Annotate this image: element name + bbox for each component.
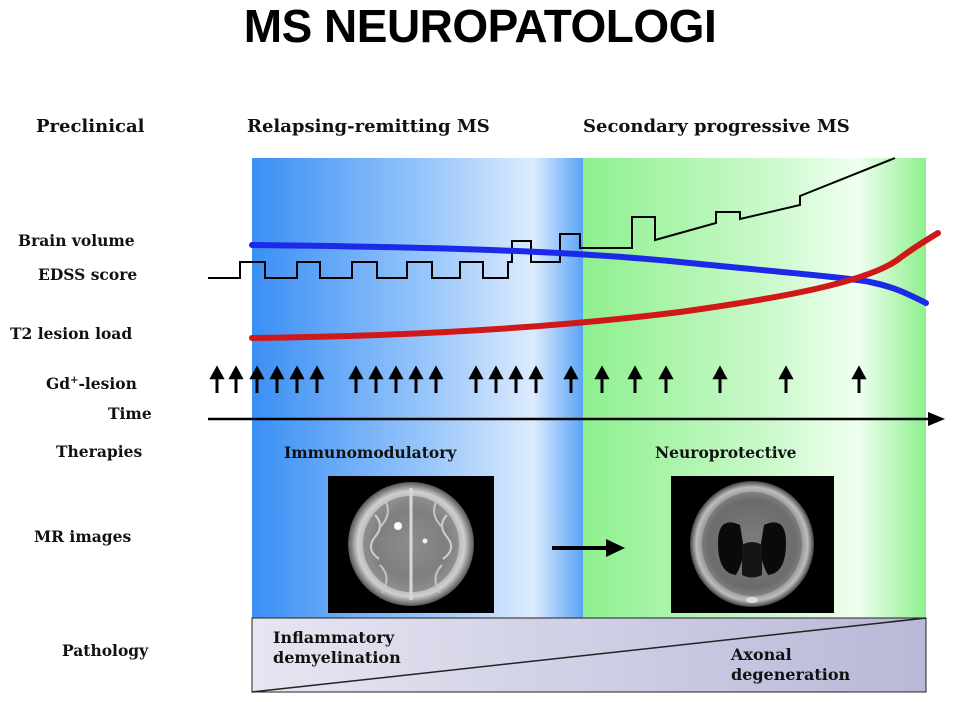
time-label: Time [108, 404, 152, 423]
pathology-inflammatory: Inflammatory demyelination [273, 628, 401, 667]
slide-title: MS NEUROPATOLOGI [243, 0, 717, 52]
brain-volume-label: Brain volume [18, 231, 135, 250]
gd-lesion-arrow [348, 365, 364, 393]
therapies-label: Therapies [56, 442, 143, 461]
phase-relapsing-label: Relapsing-remitting MS [247, 116, 490, 137]
phase-secondary-label: Secondary progressive MS [583, 116, 850, 137]
gd-lesion-arrow [627, 365, 643, 393]
gd-lesion-label: Gd+-lesion [46, 374, 137, 393]
gd-lesion-arrow [289, 365, 305, 393]
pathology-label: Pathology [62, 641, 149, 660]
t2-lesion-load-curve [249, 230, 941, 341]
gd-lesion-arrow [388, 365, 404, 393]
mr-image-secondary [671, 476, 834, 613]
gd-lesion-arrow [488, 365, 504, 393]
pathology-axonal: Axonal degeneration [731, 645, 851, 684]
gd-lesion-arrow [712, 365, 728, 393]
time-axis [208, 412, 945, 426]
gd-lesion-arrow [249, 365, 265, 393]
t2-lesion-load-label: T2 lesion load [10, 324, 133, 343]
gd-lesion-arrow [309, 365, 325, 393]
gd-lesion-arrow [508, 365, 524, 393]
gd-lesion-arrow [528, 365, 544, 393]
therapy-neuroprotective: Neuroprotective [655, 443, 797, 462]
gd-lesion-arrow [228, 365, 244, 393]
therapy-immunomodulatory: Immunomodulatory [284, 443, 457, 462]
edss-score-line [208, 157, 896, 279]
gd-lesion-arrow [368, 365, 384, 393]
gd-lesion-arrow [563, 365, 579, 393]
gd-lesion-arrow [468, 365, 484, 393]
gd-lesion-arrow [778, 365, 794, 393]
brain-volume-curve [249, 242, 929, 306]
mr-images-label: MR images [34, 527, 132, 546]
edss-score-label: EDSS score [38, 265, 138, 284]
mr-image-relapsing [328, 476, 494, 613]
gd-lesion-arrows [209, 365, 867, 393]
gd-lesion-arrow [428, 365, 444, 393]
phase-preclinical-label: Preclinical [36, 116, 145, 137]
gd-lesion-arrow [269, 365, 285, 393]
gd-lesion-arrow [658, 365, 674, 393]
gd-lesion-arrow [209, 365, 225, 393]
progression-arrow [552, 539, 625, 557]
gd-lesion-arrow [408, 365, 424, 393]
pathology-banner [251, 617, 927, 693]
gd-lesion-arrow [851, 365, 867, 393]
gd-lesion-arrow [594, 365, 610, 393]
